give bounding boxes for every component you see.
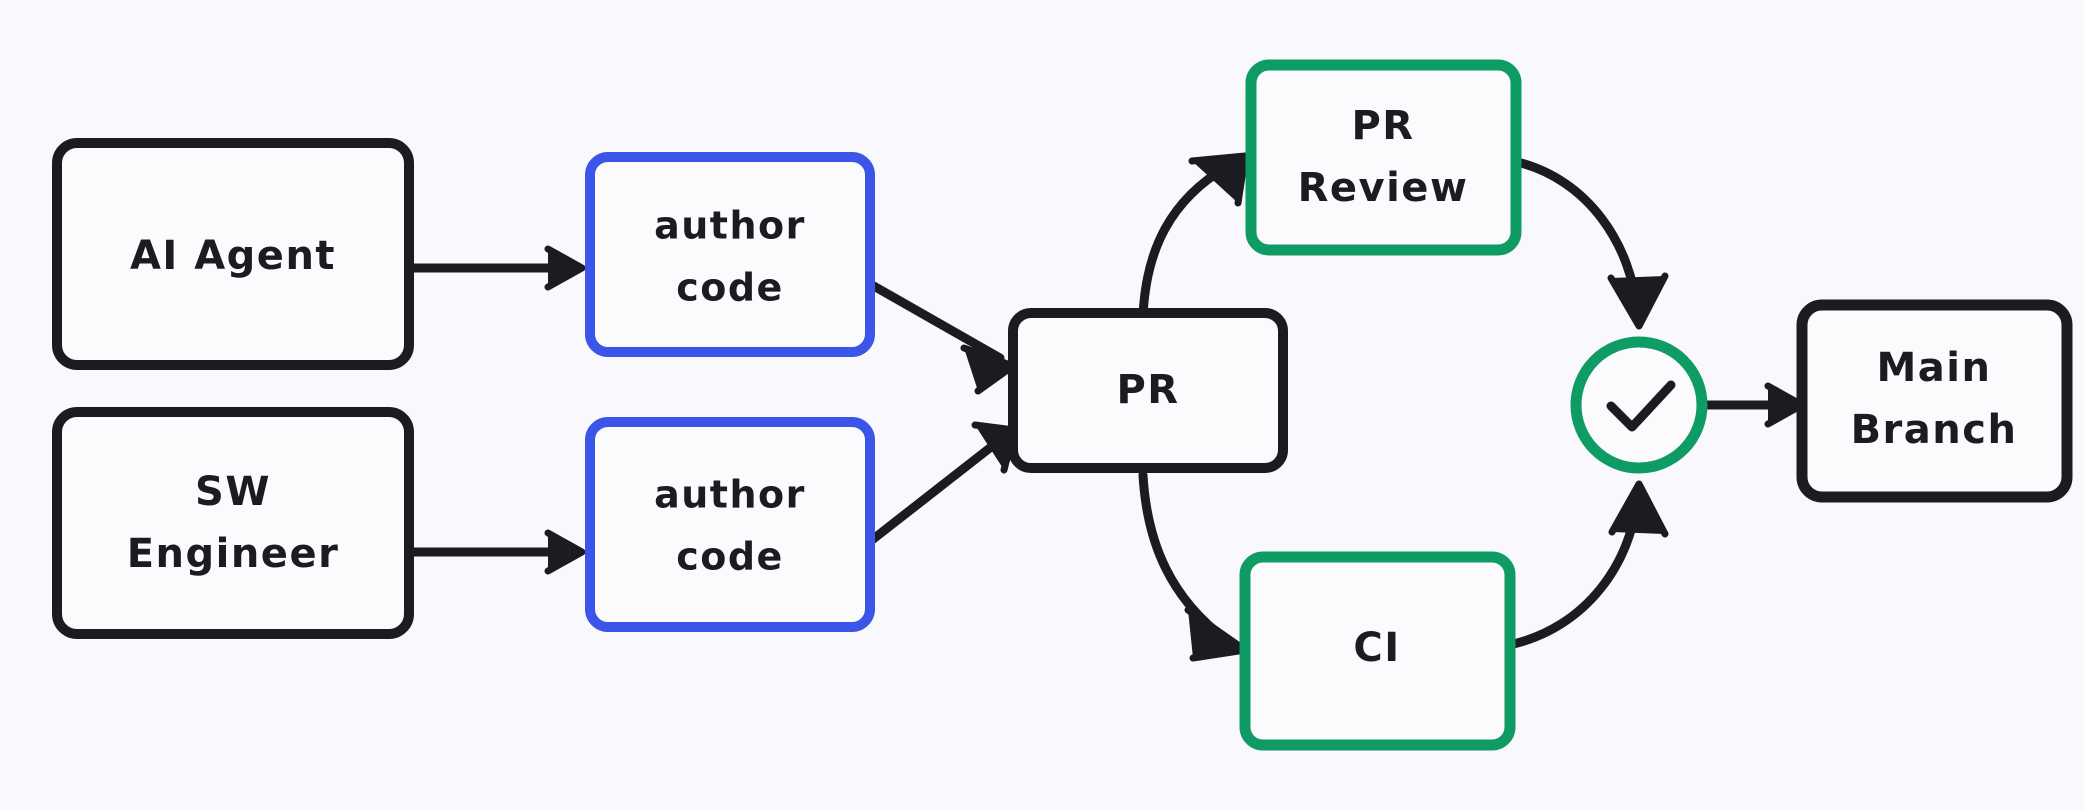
edge-pr-to-pr-review [1138,152,1249,321]
edge-author-code-bottom-to-pr [867,421,1018,545]
check-circle[interactable] [1570,336,1708,474]
ci-box[interactable] [1239,551,1516,751]
edge-pr-review-to-check [1508,156,1669,330]
author-code-bottom-label-line1: author [654,473,806,517]
main-branch-label-line1: Main [1877,345,1992,391]
main-branch-box[interactable] [1796,299,2073,503]
node-main-branch[interactable]: Main Branch [1796,299,2073,503]
pr-label: PR [1116,367,1179,413]
author-code-bottom-box[interactable] [585,417,875,632]
edge-layer [403,152,1806,662]
pr-box[interactable] [1008,308,1288,473]
pr-review-box[interactable] [1245,59,1522,256]
ai-agent-label: AI Agent [130,233,336,279]
edge-pr-to-ci [1138,470,1249,662]
node-author-code-bottom[interactable]: author code [585,417,875,632]
edge-author-code-top-to-pr [867,280,1017,395]
node-ai-agent[interactable]: AI Agent [52,138,414,370]
edge-ci-to-check [1504,480,1669,650]
pr-review-label-line2: Review [1298,165,1469,211]
author-code-top-box[interactable] [585,152,875,357]
author-code-bottom-label-line2: code [676,535,784,579]
edge-sw-engineer-to-author-code-bottom [403,529,586,575]
ci-label: CI [1353,625,1400,671]
ai-agent-box[interactable] [52,138,414,370]
sw-engineer-label-line2: Engineer [127,531,340,577]
pr-review-label-line1: PR [1351,103,1414,149]
sw-engineer-label-line1: SW [195,469,271,515]
node-check[interactable] [1570,336,1708,474]
node-author-code-top[interactable]: author code [585,152,875,357]
node-pr[interactable]: PR [1008,308,1288,473]
check-icon [1606,380,1676,432]
main-branch-label-line2: Branch [1851,407,2018,453]
sw-engineer-box[interactable] [52,407,414,639]
node-pr-review[interactable]: PR Review [1245,59,1522,256]
node-ci[interactable]: CI [1239,551,1516,751]
author-code-top-label-line2: code [676,266,784,310]
node-sw-engineer[interactable]: SW Engineer [52,407,414,639]
author-code-top-label-line1: author [654,204,806,248]
edge-ai-agent-to-author-code-top [403,245,586,291]
